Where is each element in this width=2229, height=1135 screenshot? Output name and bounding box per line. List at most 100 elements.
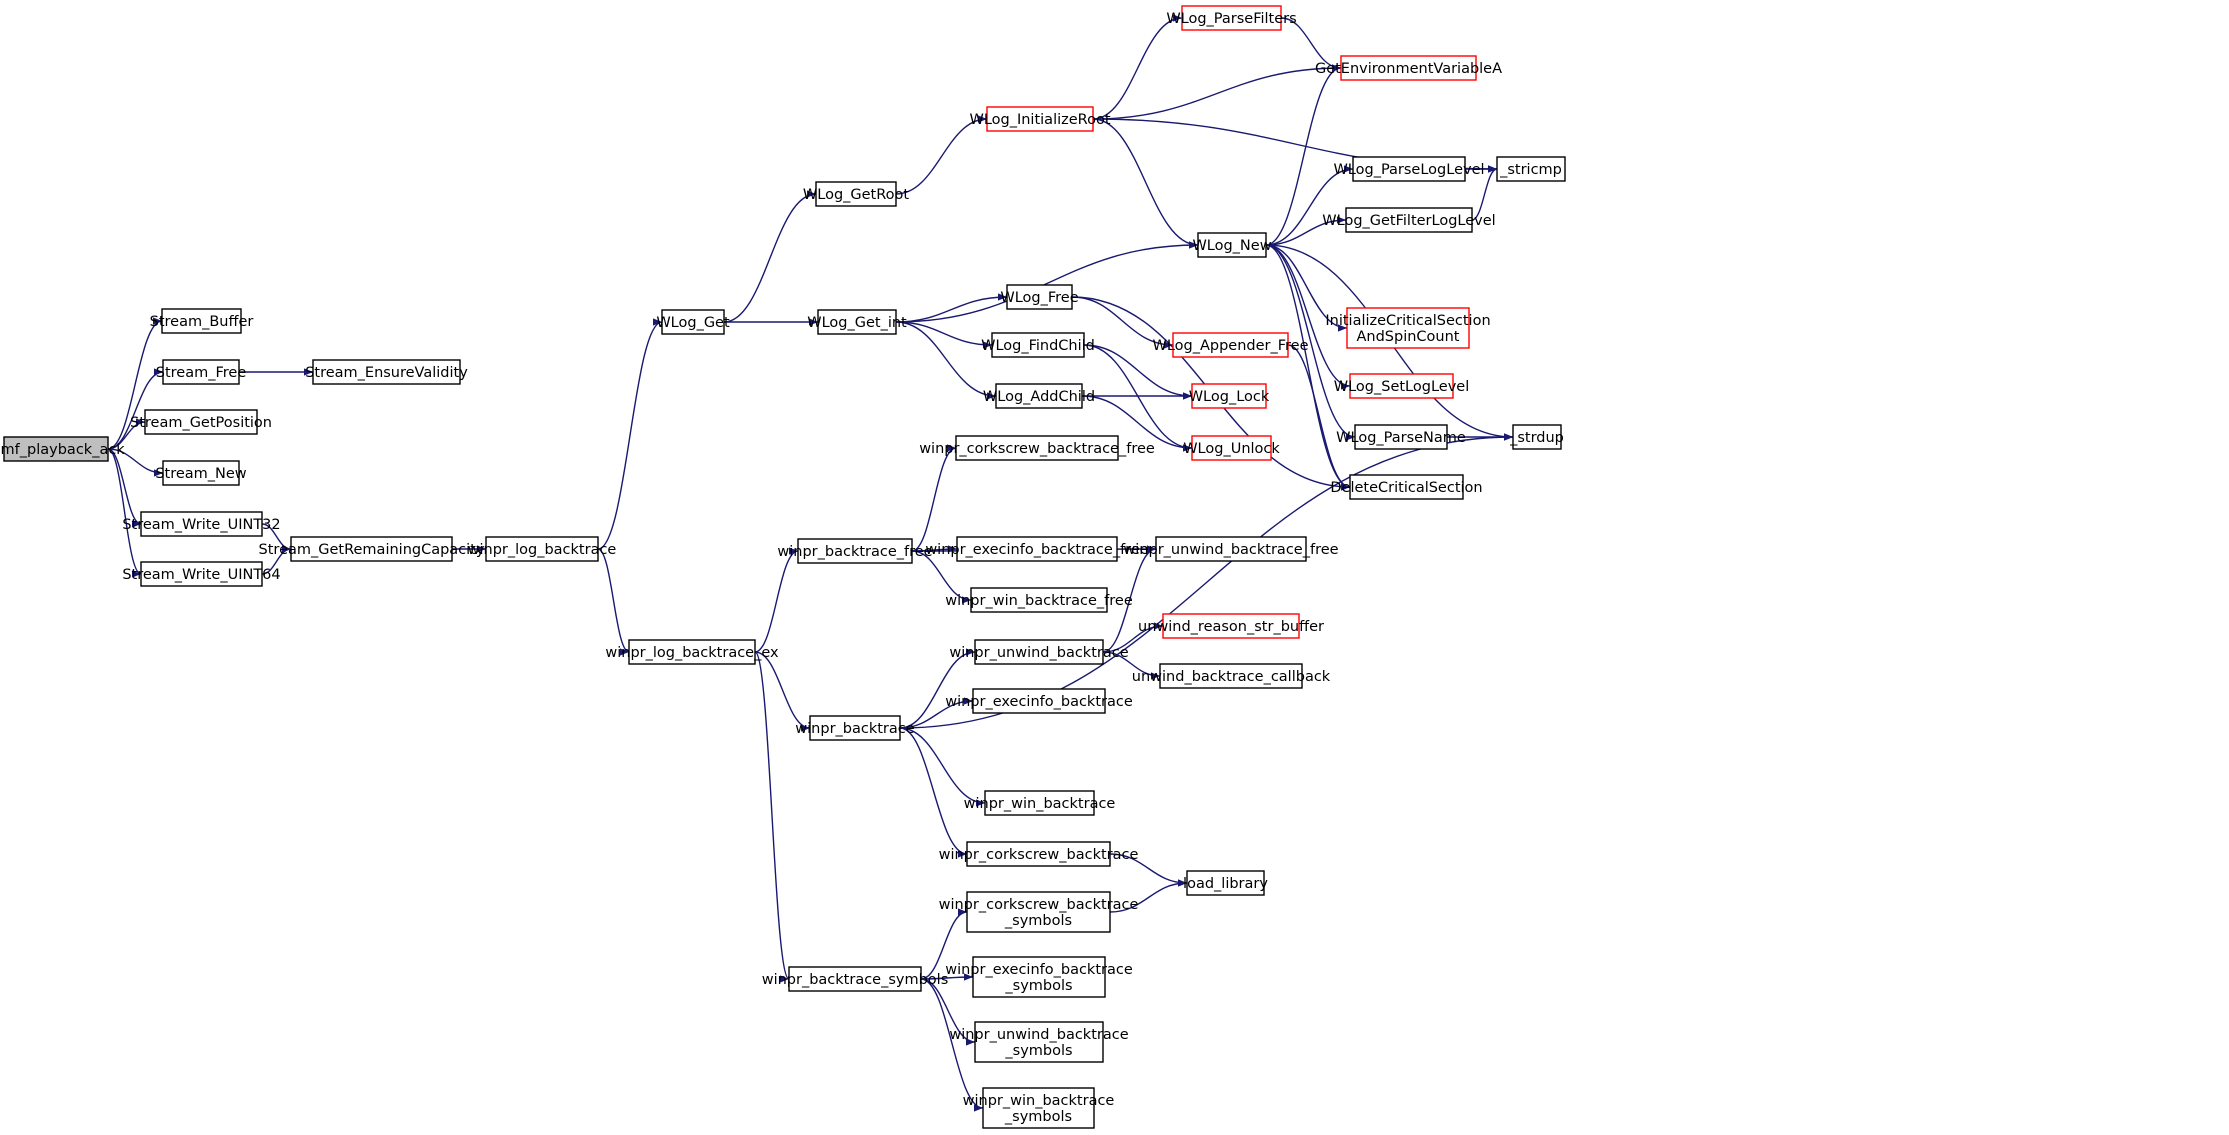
node-stream-write-uint64[interactable]: Stream_Write_UINT64	[122, 561, 281, 587]
node-winpr-backtrace-free[interactable]: winpr_backtrace_free	[777, 538, 933, 564]
node-wlog-free[interactable]: WLog_Free	[1000, 284, 1079, 310]
node-box[interactable]	[661, 309, 725, 335]
node-stream-getremainingcapacity[interactable]: Stream_GetRemainingCapacity	[259, 536, 485, 562]
node-box[interactable]	[970, 587, 1108, 613]
node-box[interactable]	[144, 409, 258, 435]
node-box[interactable]	[1349, 373, 1454, 399]
node-box[interactable]	[966, 891, 1111, 933]
node-box[interactable]	[162, 359, 240, 385]
node-unwind-reason-str-buffer[interactable]: unwind_reason_str_buffer	[1138, 613, 1324, 639]
node-box[interactable]	[986, 106, 1094, 132]
node-getenvironmentvariablea[interactable]: GetEnvironmentVariableA	[1315, 55, 1502, 81]
node-stricmp[interactable]: _stricmp	[1496, 156, 1566, 182]
node-winpr-corkscrew-backtrace[interactable]: winpr_corkscrew_backtrace	[939, 841, 1139, 867]
node-box[interactable]	[966, 841, 1111, 867]
node-wlog-new[interactable]: WLog_New	[1192, 232, 1272, 258]
node-box[interactable]	[788, 966, 922, 992]
node-winpr-log-backtrace-ex[interactable]: winpr_log_backtrace_ex	[605, 639, 779, 665]
node-stream-free[interactable]: Stream_Free	[156, 359, 247, 385]
node-winpr-win-backtrace[interactable]: winpr_win_backtrace	[964, 790, 1116, 816]
node-winpr-execinfo-backtrace[interactable]: winpr_execinfo_backtrace	[945, 688, 1133, 714]
node-winpr-corkscrew-backtrace-free[interactable]: winpr_corkscrew_backtrace_free	[919, 435, 1155, 461]
node-winpr-log-backtrace[interactable]: winpr_log_backtrace	[468, 536, 617, 562]
node-box[interactable]	[1172, 332, 1289, 358]
node-box[interactable]	[1006, 284, 1073, 310]
node-wlog-findchild[interactable]: WLog_FindChild	[981, 332, 1095, 358]
node-box[interactable]	[1181, 5, 1282, 31]
node-box[interactable]	[1349, 474, 1464, 500]
node-wlog-lock[interactable]: WLog_Lock	[1189, 383, 1270, 409]
node-wlog-initializeroot[interactable]: WLog_InitializeRoot	[969, 106, 1111, 132]
node-box[interactable]	[1197, 232, 1267, 258]
node-box[interactable]	[1345, 207, 1473, 233]
node-wlog-parsefilters[interactable]: WLog_ParseFilters	[1166, 5, 1297, 31]
node-box[interactable]	[1191, 383, 1267, 409]
node-box[interactable]	[140, 561, 263, 587]
node-box[interactable]	[1346, 307, 1470, 349]
node-box[interactable]	[955, 435, 1119, 461]
node-box[interactable]	[995, 383, 1083, 409]
node-wlog-get[interactable]: WLog_Get	[656, 309, 730, 335]
node-strdup[interactable]: _strdup	[1509, 424, 1564, 450]
node-wlog-parsename[interactable]: WLog_ParseName	[1336, 424, 1466, 450]
node-box[interactable]	[972, 956, 1106, 998]
node-box[interactable]	[1155, 536, 1307, 562]
node-deletecriticalsection[interactable]: DeleteCriticalSection	[1330, 474, 1483, 500]
node-box[interactable]	[140, 511, 263, 537]
node-stream-ensurevalidity[interactable]: Stream_EnsureValidity	[305, 359, 468, 385]
node-winpr-unwind-backtrace[interactable]: winpr_unwind_backtrace	[949, 639, 1129, 665]
node-box[interactable]	[974, 1021, 1104, 1063]
node-box[interactable]	[982, 1087, 1095, 1129]
node-box[interactable]	[312, 359, 461, 385]
node-box[interactable]	[972, 688, 1106, 714]
node-wlog-get-int[interactable]: WLog_Get_int	[807, 309, 907, 335]
node-box[interactable]	[1159, 663, 1303, 689]
node-load-library[interactable]: load_library	[1183, 870, 1268, 896]
node-box[interactable]	[984, 790, 1095, 816]
node-box[interactable]	[628, 639, 756, 665]
node-wlog-parseloglevel[interactable]: WLog_ParseLogLevel	[1333, 156, 1485, 182]
node-box[interactable]	[1352, 156, 1466, 182]
node-box[interactable]	[815, 181, 897, 207]
node-box[interactable]	[1191, 435, 1272, 461]
node-wlog-unlock[interactable]: WLog_Unlock	[1183, 435, 1280, 461]
node-stream-write-uint32[interactable]: Stream_Write_UINT32	[122, 511, 281, 537]
node-winpr-corkscrew-backtrace-symbols[interactable]: winpr_corkscrew_backtrace_symbols	[939, 891, 1139, 933]
node-stream-getposition[interactable]: Stream_GetPosition	[130, 409, 272, 435]
node-box[interactable]	[1354, 424, 1448, 450]
node-wlog-getroot[interactable]: WLog_GetRoot	[803, 181, 909, 207]
node-stream-buffer[interactable]: Stream_Buffer	[150, 308, 254, 334]
node-winpr-execinfo-backtrace-free[interactable]: winpr_execinfo_backtrace_free	[925, 536, 1149, 562]
node-box[interactable]	[1162, 613, 1300, 639]
node-unwind-backtrace-callback[interactable]: unwind_backtrace_callback	[1132, 663, 1331, 689]
node-winpr-win-backtrace-symbols[interactable]: winpr_win_backtrace_symbols	[963, 1087, 1115, 1129]
node-box[interactable]	[956, 536, 1118, 562]
node-box[interactable]	[809, 715, 901, 741]
node-winpr-unwind-backtrace-symbols[interactable]: winpr_unwind_backtrace_symbols	[949, 1021, 1129, 1063]
node-box[interactable]	[797, 538, 913, 564]
node-wlog-setloglevel[interactable]: WLog_SetLogLevel	[1334, 373, 1469, 399]
node-wlog-appender-free[interactable]: WLog_Appender_Free	[1152, 332, 1309, 358]
node-winpr-unwind-backtrace-free[interactable]: winpr_unwind_backtrace_free	[1123, 536, 1339, 562]
node-tsmf-playback-ack[interactable]: tsmf_playback_ack	[0, 436, 125, 462]
node-box[interactable]	[1186, 870, 1265, 896]
node-box[interactable]	[1512, 424, 1562, 450]
node-box[interactable]	[1340, 55, 1477, 81]
node-box[interactable]	[162, 460, 240, 486]
node-box[interactable]	[974, 639, 1104, 665]
node-wlog-getfilterloglevel[interactable]: WLog_GetFilterLogLevel	[1322, 207, 1496, 233]
node-box[interactable]	[3, 436, 109, 462]
node-box[interactable]	[817, 309, 897, 335]
node-stream-new[interactable]: Stream_New	[155, 460, 247, 486]
node-winpr-win-backtrace-free[interactable]: winpr_win_backtrace_free	[945, 587, 1133, 613]
node-box[interactable]	[290, 536, 453, 562]
node-winpr-execinfo-backtrace-symbols[interactable]: winpr_execinfo_backtrace_symbols	[945, 956, 1133, 998]
node-box[interactable]	[1496, 156, 1566, 182]
node-box[interactable]	[161, 308, 242, 334]
node-winpr-backtrace-symbols[interactable]: winpr_backtrace_symbols	[762, 966, 949, 992]
node-winpr-backtrace[interactable]: winpr_backtrace	[795, 715, 915, 741]
node-box[interactable]	[991, 332, 1085, 358]
node-wlog-addchild[interactable]: WLog_AddChild	[983, 383, 1095, 409]
node-box[interactable]	[485, 536, 599, 562]
